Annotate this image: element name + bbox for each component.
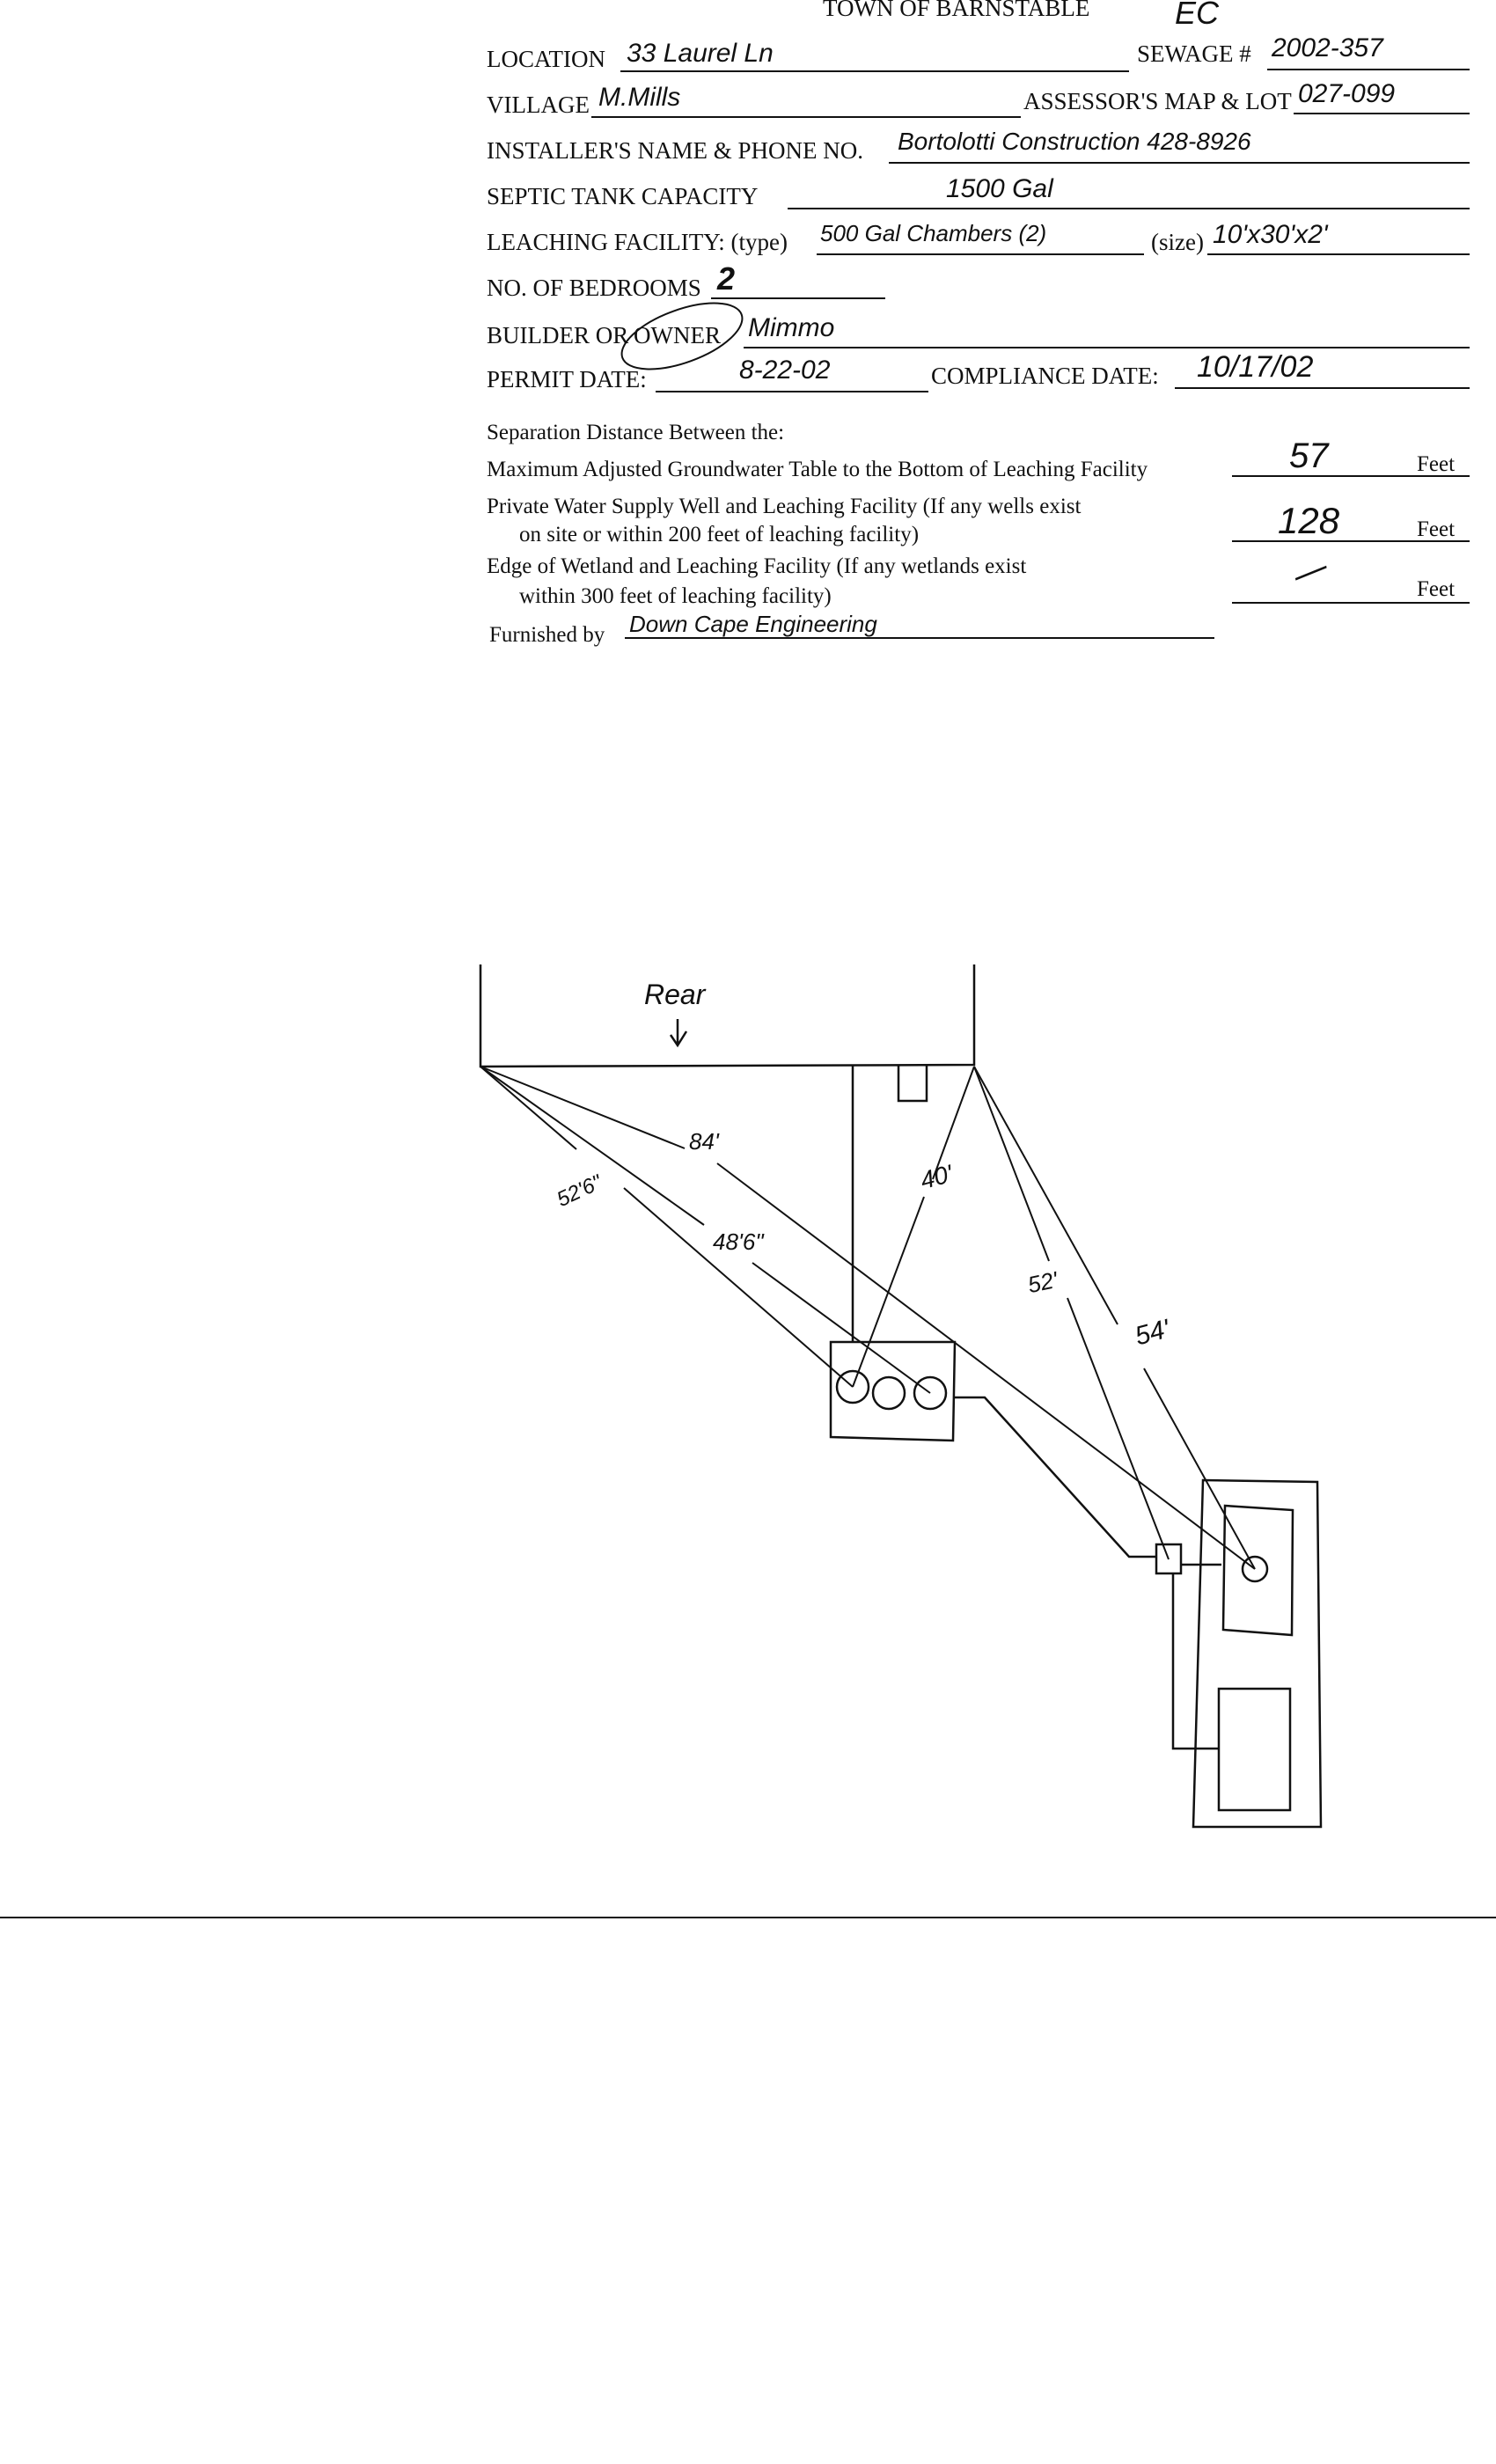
village-line xyxy=(591,116,1021,118)
distance-52: 52' xyxy=(1025,1265,1060,1299)
sep-row-1-line xyxy=(1232,475,1470,477)
sep-row-2-line xyxy=(1232,540,1470,542)
furnished-value: Down Cape Engineering xyxy=(629,611,877,637)
location-value: 33 Laurel Ln xyxy=(627,39,774,68)
sep-row-3-unit: Feet xyxy=(1417,577,1456,601)
compliance-label: COMPLIANCE DATE: xyxy=(931,363,1159,389)
permit-value: 8-22-02 xyxy=(739,356,831,385)
page-bottom-rule xyxy=(0,1917,1496,1918)
septic-value: 1500 Gal xyxy=(946,174,1053,203)
sep-row-1-value: 57 xyxy=(1289,436,1329,475)
reviewer-initials: EC xyxy=(1175,0,1220,31)
leaching-size-label: (size) xyxy=(1151,229,1204,255)
distance-84: 84' xyxy=(689,1128,719,1155)
tank-compartment-top xyxy=(1221,1504,1294,1637)
sep-row-3-value: — xyxy=(1287,547,1333,595)
village-value: M.Mills xyxy=(598,83,681,112)
house-outline xyxy=(479,964,976,1068)
septic-line xyxy=(788,208,1470,209)
permit-line xyxy=(656,391,928,392)
sewage-label: SEWAGE # xyxy=(1137,40,1251,67)
village-label: VILLAGE xyxy=(487,92,590,118)
leaching-type-line xyxy=(817,253,1144,255)
pipe xyxy=(1171,1574,1219,1750)
septic-tank-outer xyxy=(1192,1478,1323,1829)
installer-line xyxy=(889,162,1470,164)
sep-row-2-text-2: on site or within 200 feet of leaching f… xyxy=(519,523,920,546)
sep-row-2-text: Private Water Supply Well and Leaching F… xyxy=(487,495,1082,518)
sep-row-3-text-2: within 300 feet of leaching facility) xyxy=(519,584,832,608)
sep-row-1-unit: Feet xyxy=(1417,452,1456,476)
compliance-line xyxy=(1175,387,1470,389)
builder-line xyxy=(744,347,1470,348)
installer-label: INSTALLER'S NAME & PHONE NO. xyxy=(487,137,863,164)
furnished-line xyxy=(625,637,1214,639)
compliance-value: 10/17/02 xyxy=(1197,350,1314,384)
bedrooms-value: 2 xyxy=(717,260,736,297)
distance-54: 54' xyxy=(1132,1314,1173,1352)
furnished-label: Furnished by xyxy=(489,623,605,647)
distance-52-6: 52'6" xyxy=(553,1170,606,1213)
location-line xyxy=(620,70,1129,72)
owner-label-circled: OWNER xyxy=(634,322,721,348)
form-title: TOWN OF BARNSTABLE xyxy=(823,0,1090,21)
leaching-type-value: 500 Gal Chambers (2) xyxy=(820,220,1047,246)
leaching-size-line xyxy=(1207,253,1470,255)
pipe xyxy=(955,1396,1156,1558)
sewage-value: 2002-357 xyxy=(1272,33,1383,62)
house-rear-label: Rear xyxy=(644,979,706,1010)
sewage-line xyxy=(1267,69,1470,70)
builder-label: BUILDER OR xyxy=(487,322,629,348)
permit-label: PERMIT DATE: xyxy=(487,366,647,392)
installer-value: Bortolotti Construction 428-8926 xyxy=(898,128,1251,155)
distance-40: 40' xyxy=(917,1159,956,1195)
chamber-circle xyxy=(913,1375,948,1411)
location-label: LOCATION xyxy=(487,46,605,72)
sep-row-3-line xyxy=(1232,602,1470,604)
sep-row-2-unit: Feet xyxy=(1417,517,1456,541)
distribution-box xyxy=(829,1340,957,1442)
assessor-value: 027-099 xyxy=(1298,79,1396,108)
junction-box xyxy=(1155,1543,1183,1575)
bedrooms-label: NO. OF BEDROOMS xyxy=(487,275,701,301)
septic-label: SEPTIC TANK CAPACITY xyxy=(487,183,759,209)
sep-row-1-text: Maximum Adjusted Groundwater Table to th… xyxy=(487,458,1148,481)
tank-compartment-bottom xyxy=(1217,1687,1292,1812)
separation-heading: Separation Distance Between the: xyxy=(487,421,785,444)
sep-row-2-value: 128 xyxy=(1278,500,1340,541)
chamber-circle xyxy=(835,1369,870,1404)
sep-row-3-text: Edge of Wetland and Leaching Facility (I… xyxy=(487,554,1027,578)
leaching-label: LEACHING FACILITY: (type) xyxy=(487,229,788,255)
distance-48-6: 48'6" xyxy=(713,1228,764,1255)
rear-arrow-icon xyxy=(669,1019,688,1048)
leaching-size-value: 10'x30'x2' xyxy=(1213,220,1328,249)
chamber-circle xyxy=(871,1375,906,1411)
assessor-label: ASSESSOR'S MAP & LOT xyxy=(1023,88,1292,114)
bedrooms-line xyxy=(711,297,885,299)
builder-value: Mimmo xyxy=(748,313,835,342)
assessor-line xyxy=(1294,113,1470,114)
tank-inlet-circle xyxy=(1241,1555,1269,1583)
foundation-notch xyxy=(897,1065,928,1103)
